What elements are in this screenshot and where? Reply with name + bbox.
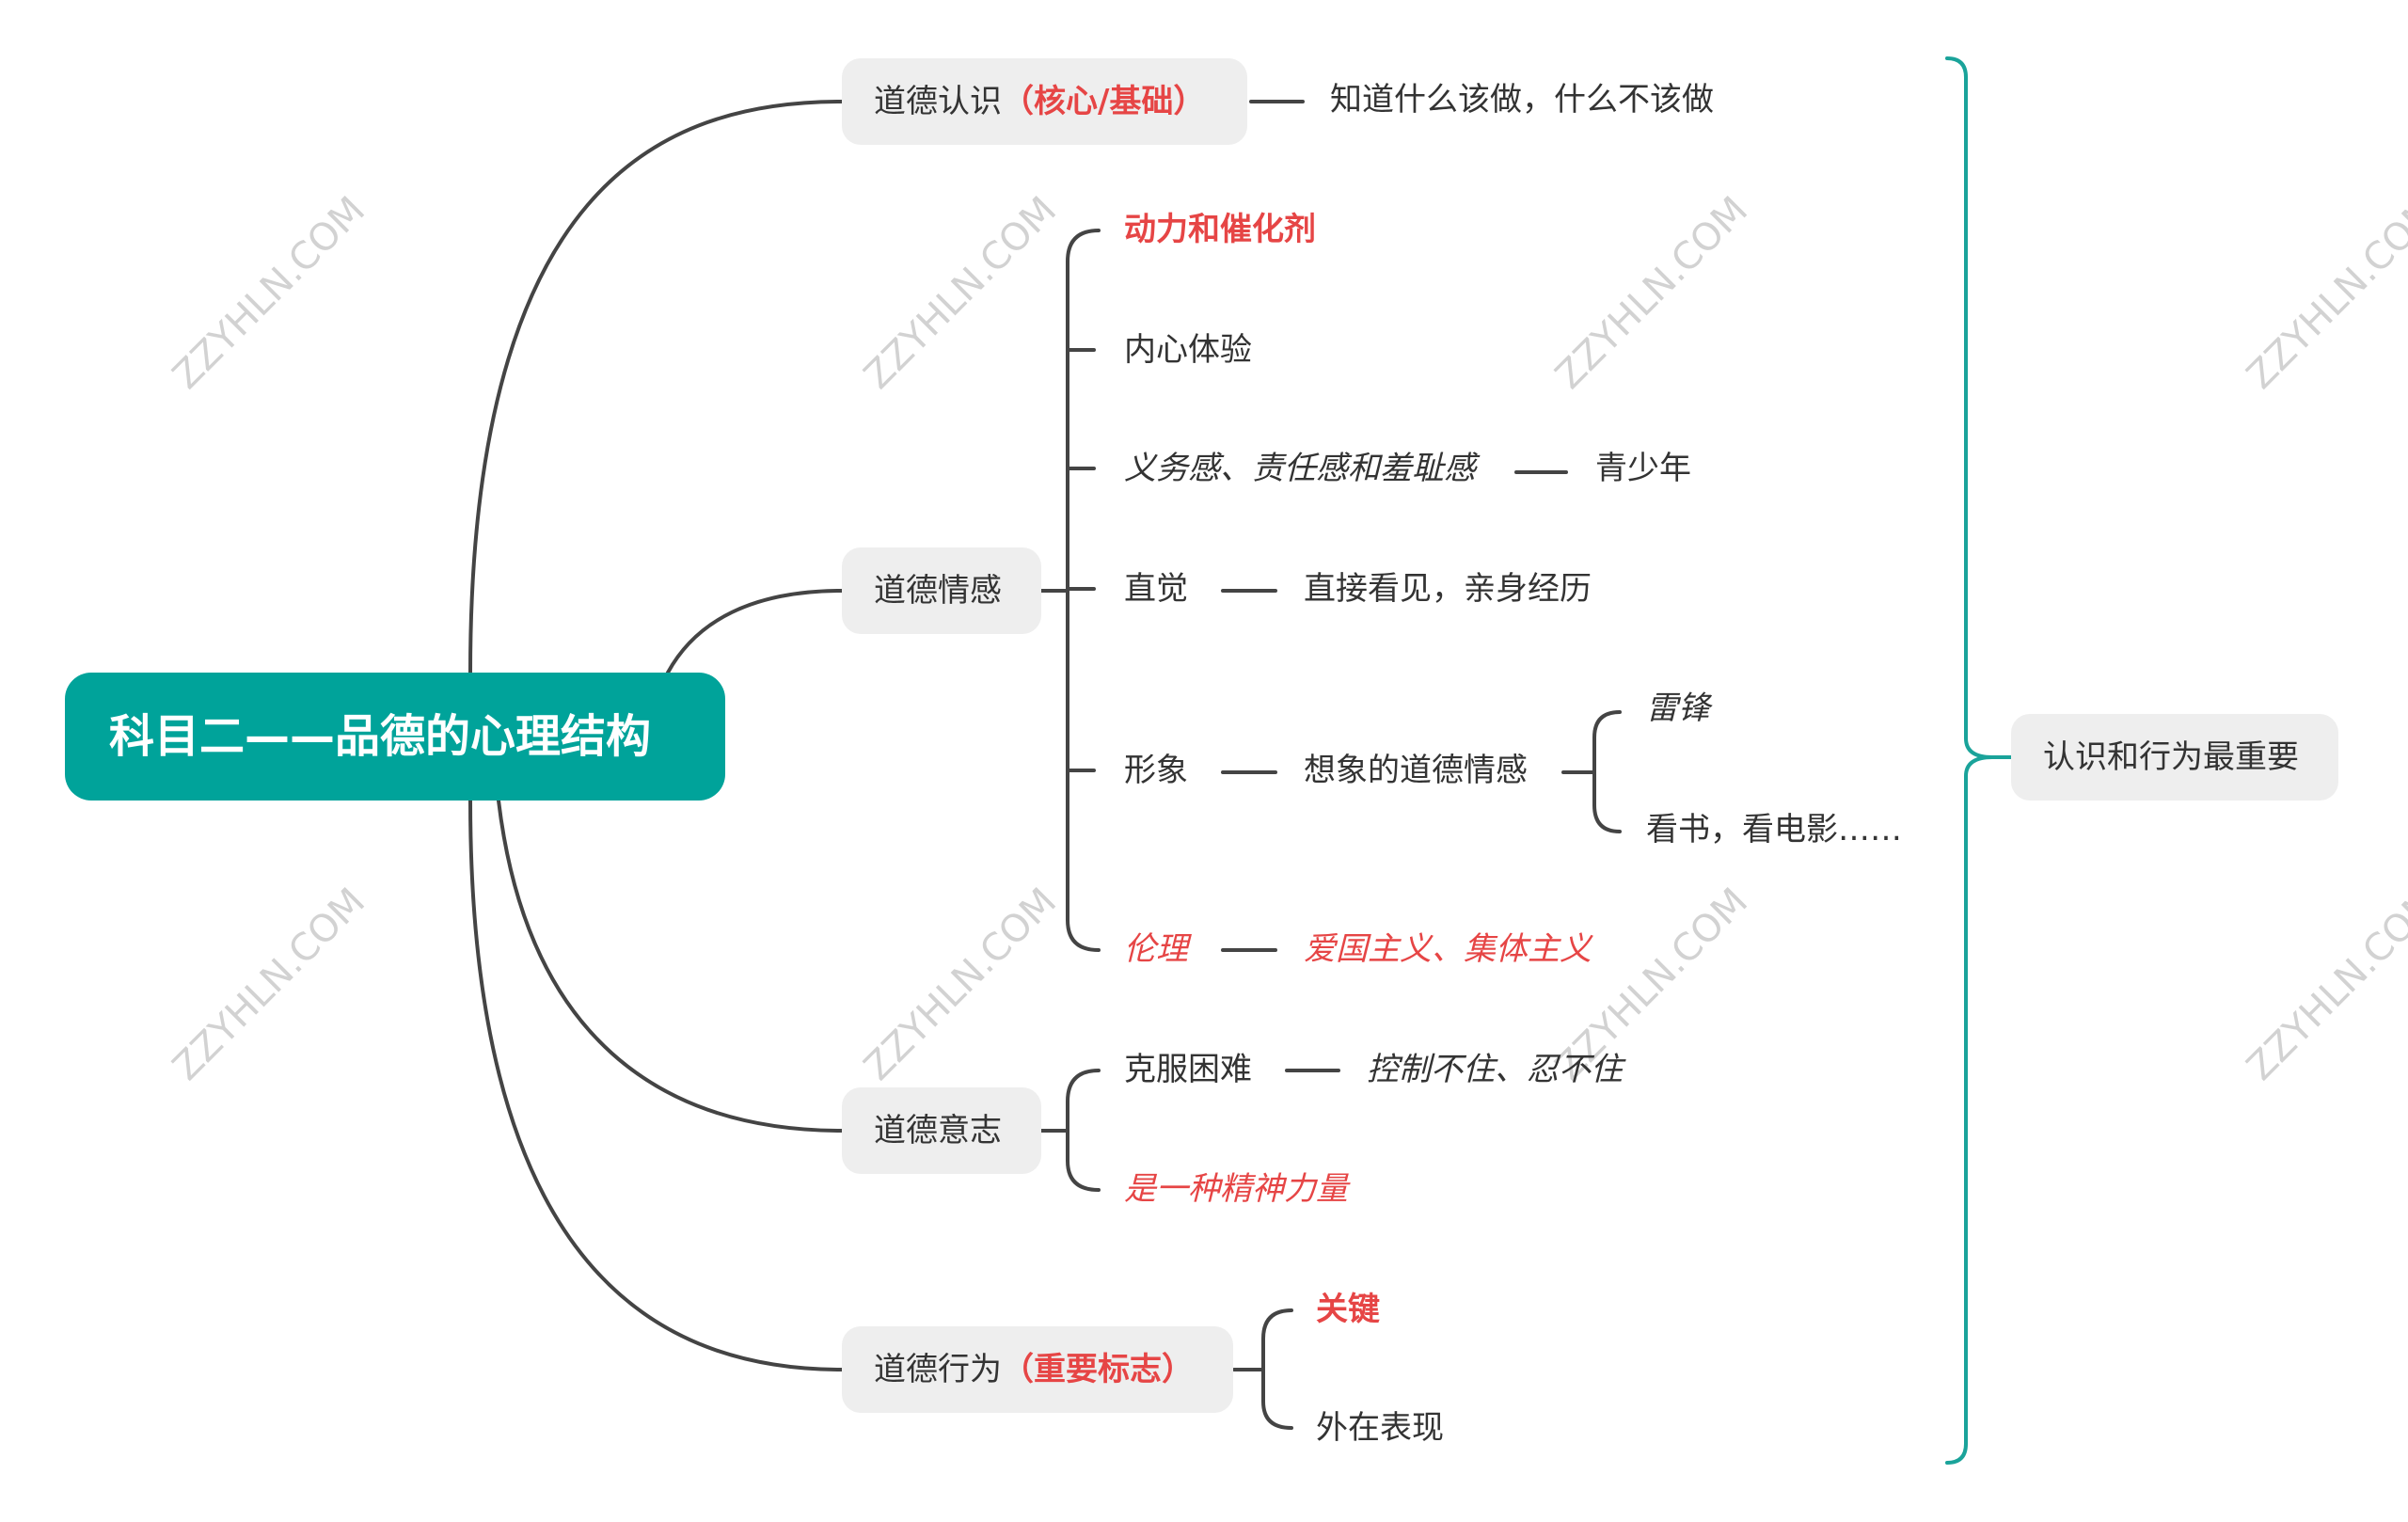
node-behavior-label: 道德行为 bbox=[874, 1351, 1002, 1388]
node-emotion[interactable]: 道德情感 bbox=[842, 547, 1041, 634]
will-overcome-note[interactable]: 控制不住、忍不住 bbox=[1367, 1051, 1623, 1088]
emotion-image[interactable]: 形象 bbox=[1124, 752, 1188, 789]
emotion-ethics[interactable]: 伦理 bbox=[1124, 930, 1188, 968]
node-behavior-tag: （重要标志） bbox=[1002, 1351, 1194, 1388]
emotion-image-note[interactable]: 想象的道德情感 bbox=[1304, 752, 1528, 789]
emotion-catalyst[interactable]: 动力和催化剂 bbox=[1124, 211, 1316, 248]
emotion-duty[interactable]: 义务感、责任感和羞耻感 bbox=[1124, 450, 1476, 487]
emotion-intuition-note[interactable]: 直接看见，亲身经历 bbox=[1304, 570, 1592, 608]
summary-node[interactable]: 认识和行为最重要 bbox=[2011, 714, 2338, 801]
node-cognition-tag: （核心/基础） bbox=[1002, 83, 1206, 120]
emotion-intuition[interactable]: 直觉 bbox=[1124, 570, 1188, 608]
behavior-key[interactable]: 关键 bbox=[1316, 1291, 1380, 1328]
node-cognition-label: 道德认识 bbox=[874, 83, 1002, 120]
emotion-image-example-media[interactable]: 看书，看电影…… bbox=[1646, 811, 1902, 848]
emotion-ethics-note[interactable]: 爱国主义、集体主义 bbox=[1304, 930, 1592, 968]
behavior-external[interactable]: 外在表现 bbox=[1316, 1409, 1444, 1447]
will-overcome[interactable]: 克服困难 bbox=[1124, 1051, 1252, 1088]
will-spirit[interactable]: 是一种精神力量 bbox=[1124, 1170, 1348, 1208]
emotion-inner-experience[interactable]: 内心体验 bbox=[1124, 331, 1252, 369]
emotion-duty-note[interactable]: 青少年 bbox=[1595, 450, 1691, 487]
node-cognition[interactable]: 道德认识（核心/基础） bbox=[842, 58, 1247, 145]
cognition-description[interactable]: 知道什么该做，什么不该做 bbox=[1330, 81, 1714, 119]
emotion-image-example-leifeng[interactable]: 雷锋 bbox=[1646, 690, 1710, 727]
node-behavior[interactable]: 道德行为（重要标志） bbox=[842, 1326, 1233, 1413]
root-topic[interactable]: 科目二——品德的心理结构 bbox=[65, 673, 725, 801]
node-will[interactable]: 道德意志 bbox=[842, 1087, 1041, 1174]
